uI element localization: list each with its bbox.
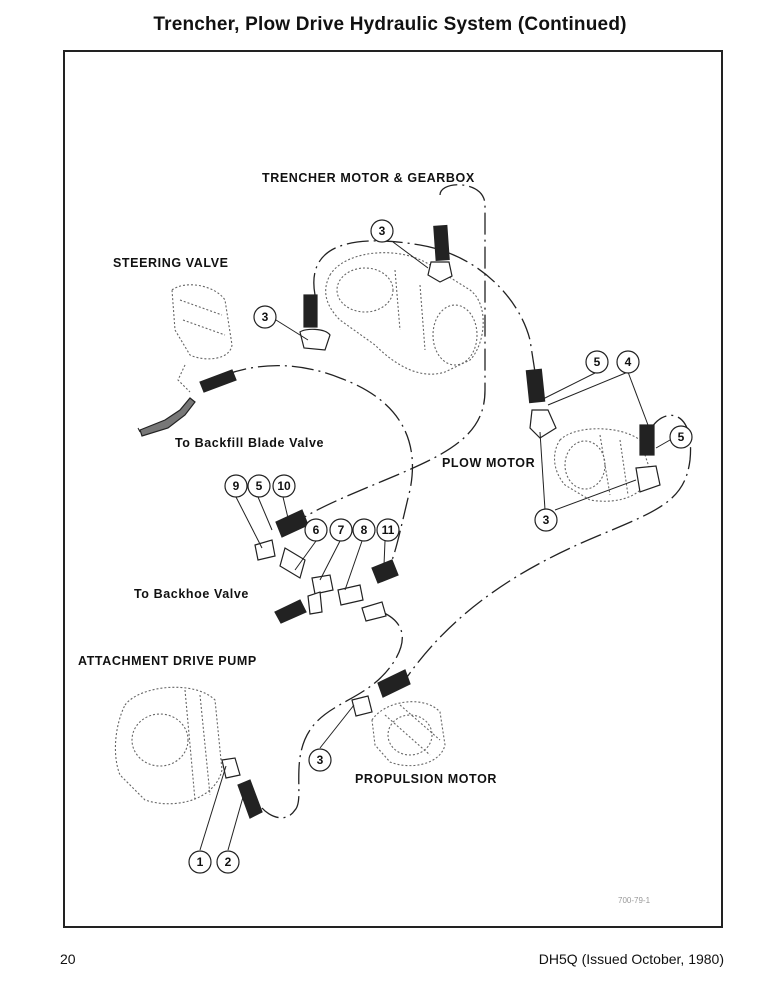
label-propulsion-motor: PROPULSION MOTOR — [355, 772, 498, 786]
callout-number: 11 — [382, 523, 395, 537]
steering-fittings — [139, 369, 237, 437]
callout-number: 4 — [625, 355, 632, 369]
callout-number: 8 — [361, 523, 368, 537]
callout-number: 3 — [317, 753, 324, 767]
trencher-motor-gearbox-sketch — [325, 252, 484, 375]
callout-number: 1 — [197, 855, 204, 869]
callout-5-plow — [585, 350, 609, 374]
callout-circles — [188, 219, 693, 874]
label-plow-motor: PLOW MOTOR — [442, 456, 536, 470]
callout-1 — [188, 850, 212, 874]
page-title: Trencher, Plow Drive Hydraulic System (C… — [153, 14, 627, 35]
pump-fittings — [221, 757, 263, 819]
callout-number: 3 — [379, 224, 386, 238]
plow-motor-sketch — [554, 428, 651, 502]
callout-number: 7 — [338, 523, 345, 537]
label-backfill-blade-valve: To Backfill Blade Valve — [175, 436, 325, 450]
callout-number: 3 — [543, 513, 550, 527]
callout-2 — [216, 850, 240, 874]
callout-7 — [329, 518, 353, 542]
callout-3-trencher-left — [253, 305, 277, 329]
callout-number: 5 — [594, 355, 601, 369]
callout-number: 3 — [262, 310, 269, 324]
label-steering-valve: STEERING VALVE — [113, 256, 229, 270]
hydraulic-lines — [224, 184, 692, 819]
callout-number: 6 — [313, 523, 320, 537]
label-trencher-motor: TRENCHER MOTOR & GEARBOX — [262, 171, 475, 185]
callout-number: 9 — [233, 479, 240, 493]
propulsion-motor-sketch — [371, 701, 446, 767]
callout-8 — [352, 518, 376, 542]
callout-9 — [224, 474, 248, 498]
callout-number: 2 — [225, 855, 232, 869]
attachment-pump-sketch — [114, 686, 223, 805]
callout-number: 5 — [256, 479, 263, 493]
callout-3-trencher-top — [370, 219, 394, 243]
callout-numbers: 3 3 5 4 5 3 9 5 10 6 7 8 11 3 1 2 — [197, 224, 685, 869]
callout-6 — [304, 518, 328, 542]
callout-5-plow-right — [669, 425, 693, 449]
manifold-fittings — [254, 509, 399, 624]
document-id: DH5Q (Issued October, 1980) — [538, 951, 724, 967]
diagram-frame — [63, 50, 723, 928]
steering-valve-sketch — [171, 284, 233, 393]
callout-10 — [272, 474, 296, 498]
callout-3-propulsion — [308, 748, 332, 772]
propulsion-fittings — [351, 669, 411, 717]
callout-11 — [376, 518, 400, 542]
label-attachment-drive-pump: ATTACHMENT DRIVE PUMP — [78, 654, 257, 668]
callout-number: 5 — [678, 430, 685, 444]
trencher-fittings — [299, 224, 453, 351]
label-backhoe-valve: To Backhoe Valve — [134, 587, 249, 601]
figure-code: 700-79-1 — [618, 896, 651, 905]
plow-fittings — [525, 368, 661, 493]
leader-lines — [137, 241, 671, 851]
callout-3-plow-bottom — [534, 508, 558, 532]
callout-number: 10 — [277, 479, 291, 493]
callout-5 — [247, 474, 271, 498]
callout-4-plow — [616, 350, 640, 374]
page-number: 20 — [60, 951, 76, 967]
